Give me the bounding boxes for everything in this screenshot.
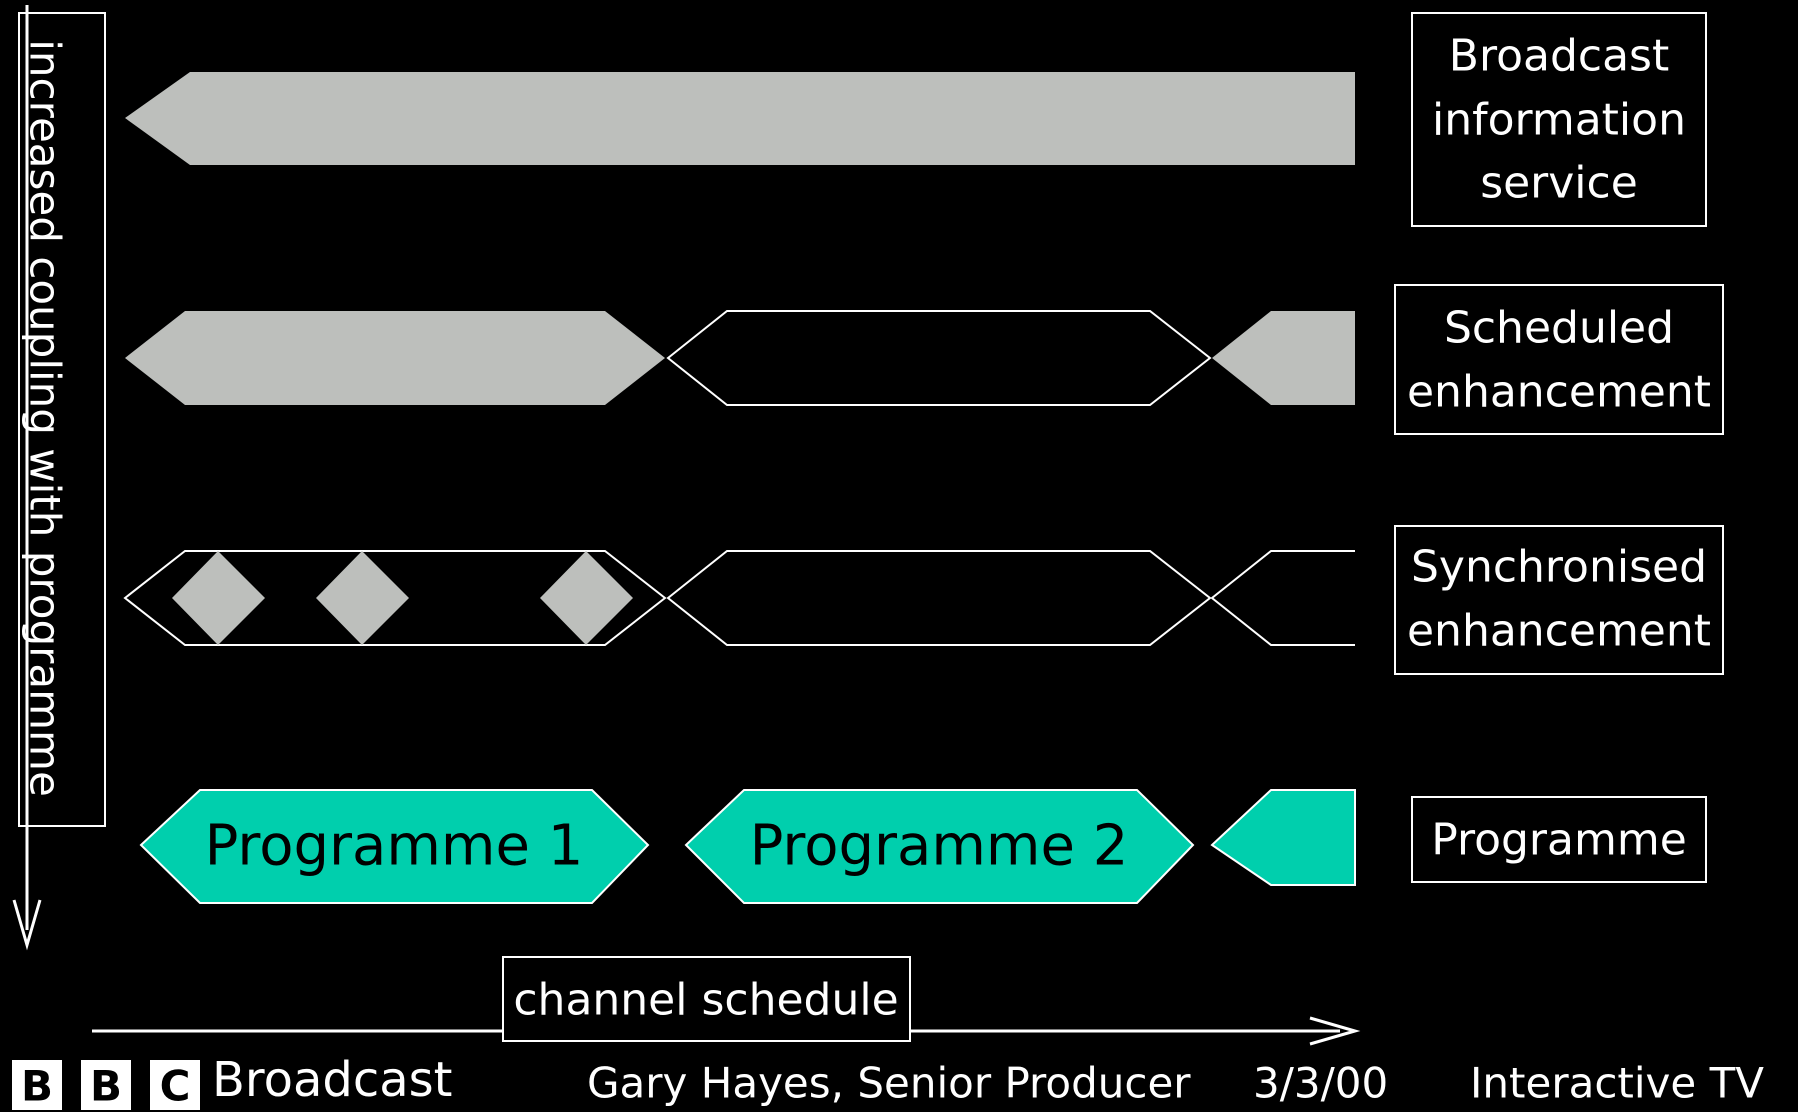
label-scheduled-line-1: Scheduled [1444,303,1674,354]
label-box-scheduled [1394,284,1724,435]
footer-right-title: Interactive TV [1470,1059,1764,1108]
label-box-broadcast-info [1411,12,1707,227]
synchronised-segment-1 [123,550,667,646]
sync-event-1 [172,551,265,645]
label-box-synchronised [1394,525,1724,675]
scheduled-segment-2 [666,310,1212,406]
synchronised-segment-3 [1210,550,1355,646]
label-box-programme [1411,796,1707,883]
programme-2-label: Programme 2 [750,814,1129,879]
scheduled-segment-3 [1212,311,1355,405]
programme-2-block [684,789,1195,904]
label-broadcast-line-3: service [1480,158,1638,209]
programme-1-label: Programme 1 [205,814,584,879]
horizontal-axis-arrowhead [1309,1016,1361,1046]
broadcast-info-band [125,72,1355,165]
programme-1-block [139,789,650,904]
label-synchronised-line-1: Synchronised [1411,542,1707,593]
label-broadcast-line-2: information [1432,95,1686,146]
channel-schedule-box [502,956,911,1042]
scheduled-enhancement-row [125,310,1355,406]
channel-schedule-label: channel schedule [513,975,898,1026]
programme-row: Programme 1 Programme 2 [139,789,1356,904]
bbc-logo-letter-1: B [21,1062,53,1111]
vertical-axis-label-box [18,12,106,827]
footer-brand: Broadcast [212,1052,453,1108]
sync-event-3 [540,551,633,645]
bbc-logo-block-3 [150,1060,200,1110]
footer-author: Gary Hayes, Senior Producer [587,1059,1191,1108]
label-scheduled-line-2: enhancement [1407,367,1711,418]
vertical-axis: increased coupling with programme [12,5,106,951]
programme-3-block [1210,789,1356,886]
row-labels: Broadcast information service Scheduled … [1394,12,1724,883]
bbc-logo-letter-2: B [90,1062,122,1111]
bbc-logo-block-1 [12,1060,62,1110]
synchronised-segment-2 [666,550,1212,646]
footer: B B C Broadcast Gary Hayes, Senior Produ… [12,1052,1764,1111]
sync-event-2 [316,551,409,645]
bbc-logo-letter-3: C [160,1062,191,1111]
label-synchronised-line-2: enhancement [1407,606,1711,657]
scheduled-segment-1 [125,311,665,405]
footer-date: 3/3/00 [1253,1059,1388,1108]
vertical-axis-arrowhead [12,899,42,951]
label-broadcast-line-1: Broadcast [1449,31,1669,82]
vertical-axis-label: increased coupling with programme [21,39,70,797]
horizontal-axis: channel schedule [92,956,1361,1046]
bbc-logo-block-2 [81,1060,131,1110]
bbc-logo: B B C [12,1060,200,1111]
label-programme: Programme [1431,815,1687,866]
synchronised-enhancement-row [123,550,1355,646]
